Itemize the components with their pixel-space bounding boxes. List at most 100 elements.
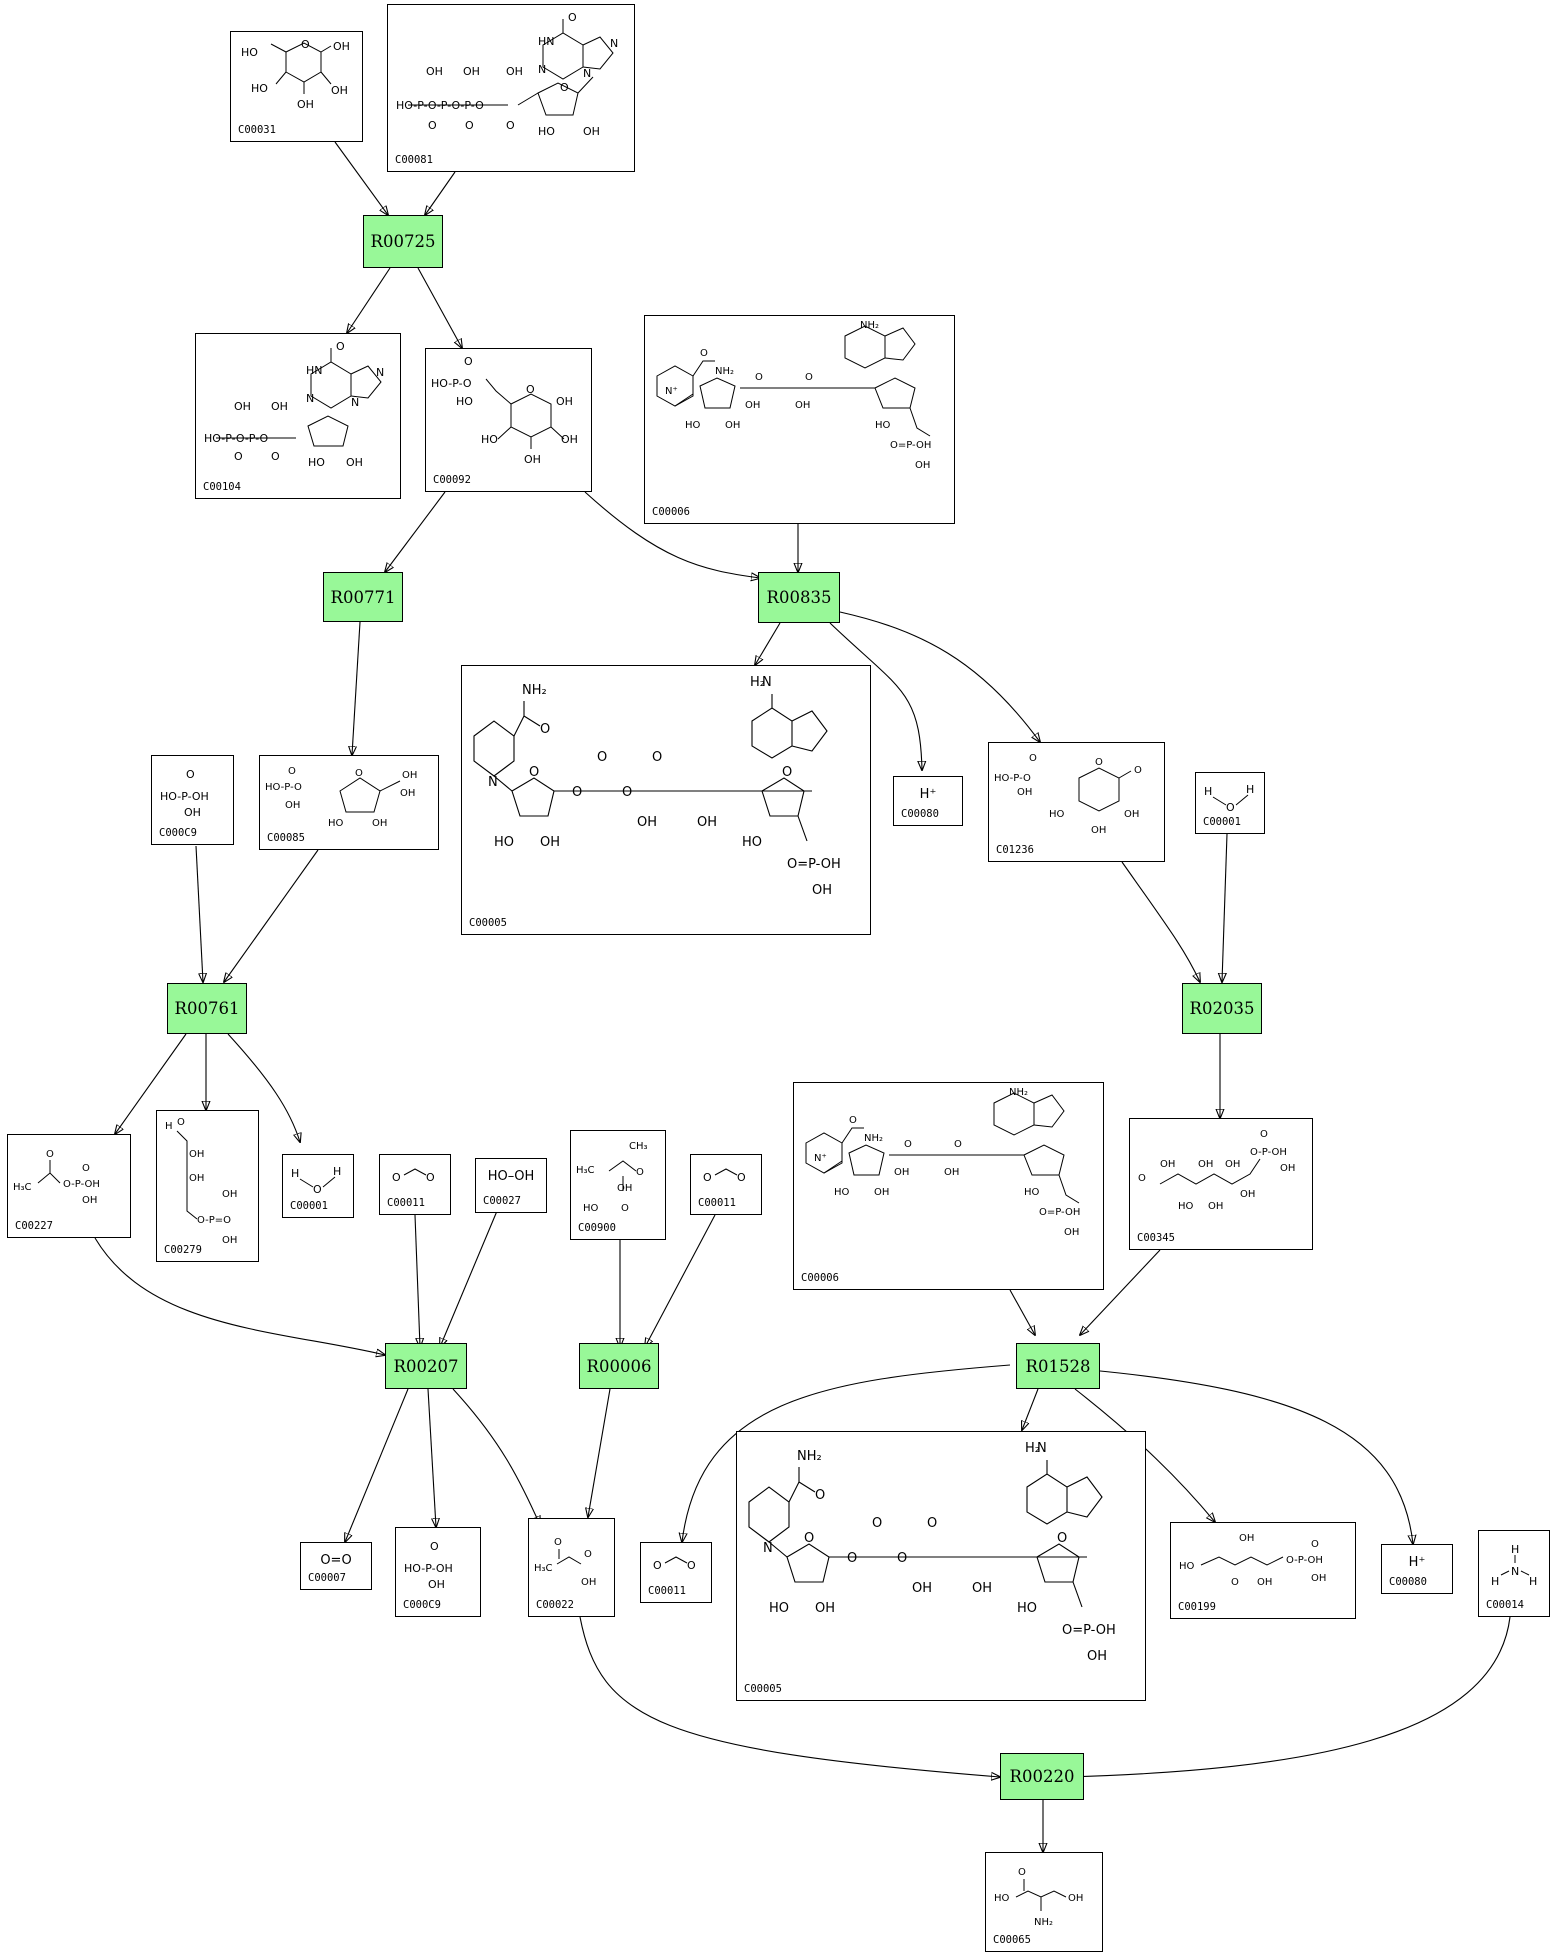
reaction-r01528[interactable]: R01528: [1016, 1343, 1100, 1389]
compound-c00027[interactable]: HO–OH C00027: [475, 1158, 547, 1213]
svg-text:O: O: [1138, 1173, 1146, 1184]
svg-text:OH: OH: [617, 1183, 632, 1194]
svg-text:O: O: [572, 785, 582, 800]
compound-id: C00031: [238, 124, 276, 136]
reaction-r00771[interactable]: R00771: [323, 572, 403, 622]
svg-text:O: O: [313, 1183, 322, 1196]
svg-text:O: O: [805, 372, 813, 383]
svg-text:OH: OH: [745, 400, 760, 411]
svg-text:OH: OH: [234, 400, 251, 413]
svg-text:O: O: [506, 119, 515, 132]
water-structure: HOH: [1204, 783, 1254, 814]
svg-text:O: O: [1134, 765, 1142, 776]
svg-text:OH: OH: [1160, 1159, 1175, 1170]
svg-text:OH: OH: [222, 1235, 237, 1246]
svg-text:O: O: [428, 119, 437, 132]
compound-id: C00080: [901, 808, 939, 820]
svg-text:O: O: [234, 450, 243, 463]
reaction-r00220[interactable]: R00220: [1000, 1753, 1084, 1800]
svg-text:HO-P-O: HO-P-O: [431, 377, 472, 390]
svg-text:OH: OH: [561, 433, 578, 446]
reaction-r00761[interactable]: R00761: [167, 983, 247, 1034]
svg-text:O: O: [1226, 801, 1235, 814]
svg-text:HO: HO: [1024, 1187, 1040, 1198]
compound-c00080-bottom[interactable]: H⁺ C00080: [1381, 1544, 1453, 1594]
svg-text:O: O: [568, 11, 577, 24]
svg-text:OH: OH: [1064, 1227, 1079, 1238]
svg-text:O-P=O: O-P=O: [197, 1215, 231, 1226]
reaction-r02035[interactable]: R02035: [1182, 983, 1262, 1034]
compound-id: C00080: [1389, 1576, 1427, 1588]
svg-text:NH₂: NH₂: [864, 1133, 883, 1144]
svg-text:H₃C: H₃C: [534, 1563, 553, 1574]
svg-text:HO-P-OH: HO-P-OH: [404, 1562, 453, 1575]
compound-id: C00005: [744, 1683, 782, 1695]
svg-text:OH: OH: [1068, 1893, 1083, 1904]
svg-text:O: O: [897, 1551, 907, 1566]
svg-text:O: O: [804, 1531, 814, 1546]
svg-text:O=P-OH: O=P-OH: [1039, 1207, 1080, 1218]
svg-text:HO-P-O-P-O: HO-P-O-P-O: [204, 432, 268, 445]
svg-text:H: H: [1246, 783, 1254, 796]
svg-text:N: N: [762, 675, 772, 690]
svg-text:OH: OH: [1208, 1201, 1223, 1212]
svg-text:O: O: [782, 765, 792, 780]
svg-text:OH: OH: [82, 1195, 97, 1206]
reaction-r00006[interactable]: R00006: [579, 1343, 659, 1389]
reaction-r00835[interactable]: R00835: [758, 572, 840, 623]
svg-text:OH: OH: [297, 98, 314, 111]
svg-text:O: O: [621, 1203, 629, 1214]
reaction-r00207[interactable]: R00207: [385, 1343, 467, 1389]
svg-text:O: O: [529, 765, 539, 780]
svg-text:O: O: [700, 348, 708, 359]
svg-text:N: N: [1511, 1565, 1519, 1578]
svg-text:OH: OH: [402, 770, 417, 781]
svg-text:HO: HO: [994, 1893, 1010, 1904]
compound-id: C000C9: [403, 1599, 441, 1611]
svg-text:O: O: [927, 1516, 937, 1531]
compound-id: C00027: [483, 1195, 521, 1207]
compound-c00007[interactable]: O=O C00007: [300, 1542, 372, 1590]
compound-c00080-top[interactable]: H⁺ C00080: [893, 776, 963, 826]
svg-text:HO: HO: [251, 82, 268, 95]
svg-text:OH: OH: [815, 1601, 835, 1616]
svg-text:OH: OH: [189, 1149, 204, 1160]
svg-text:OH: OH: [189, 1173, 204, 1184]
svg-text:O: O: [46, 1149, 54, 1160]
reaction-r00725[interactable]: R00725: [363, 215, 443, 268]
svg-text:N: N: [610, 37, 618, 50]
svg-text:H₃C: H₃C: [576, 1165, 595, 1176]
